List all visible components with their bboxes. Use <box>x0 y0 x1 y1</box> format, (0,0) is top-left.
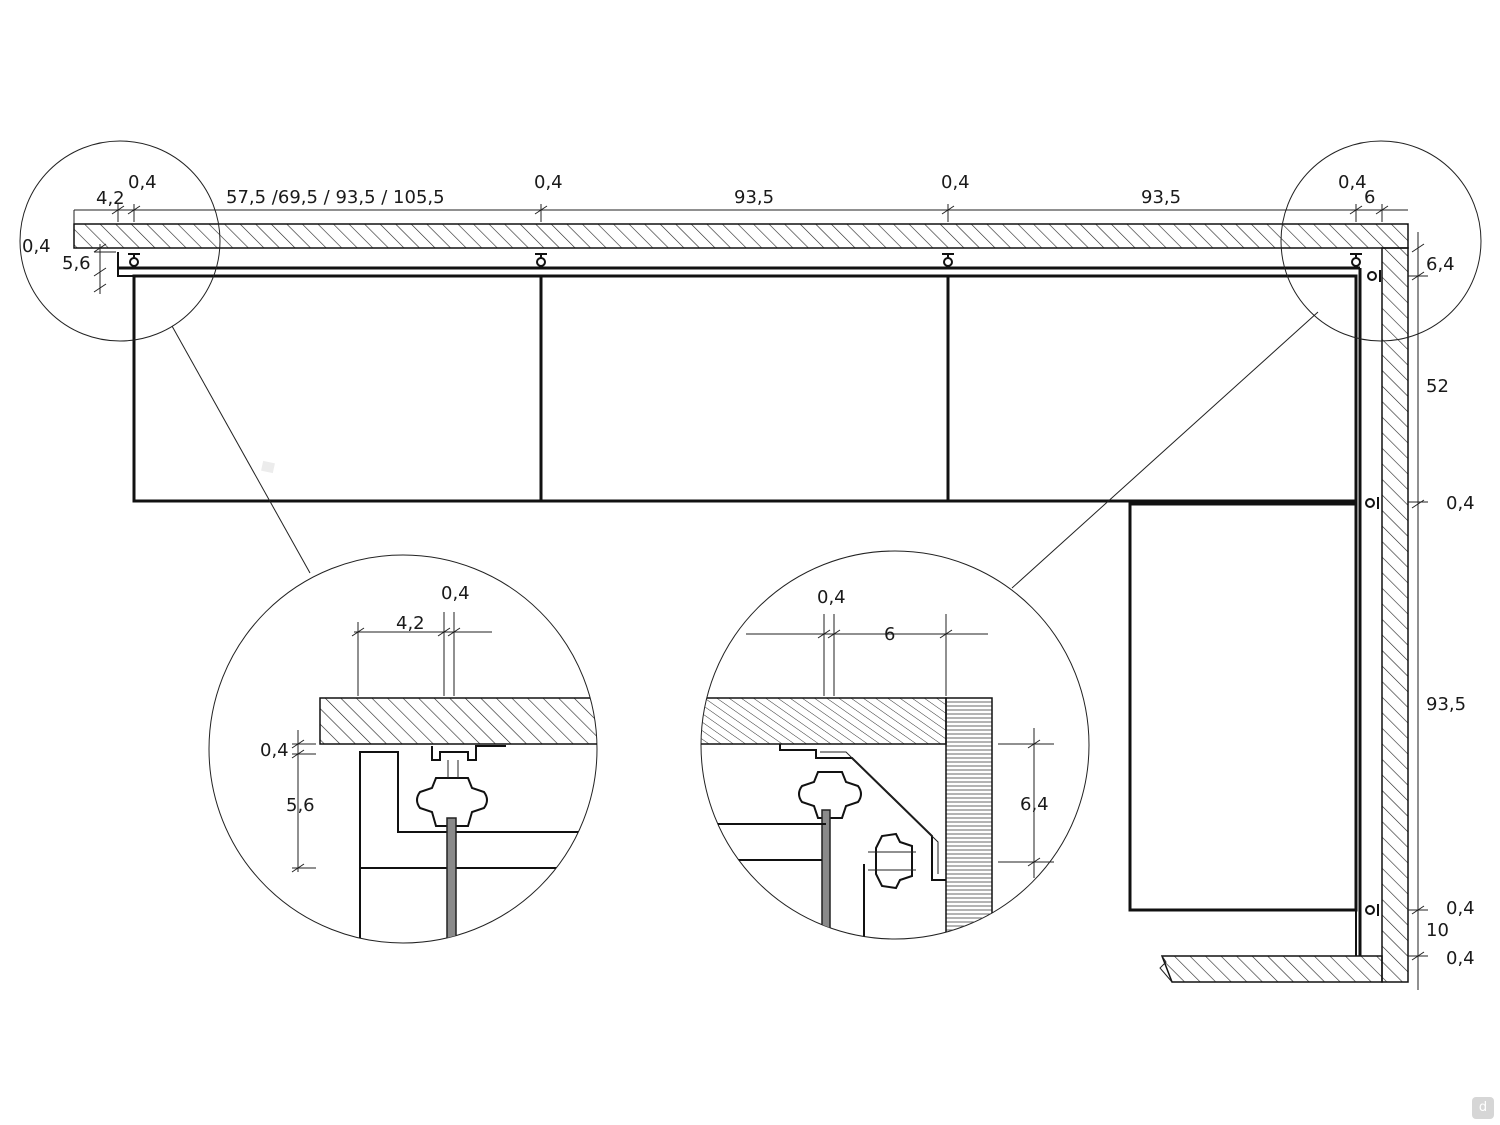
dim-right-52: 52 <box>1426 376 1449 397</box>
right-wall <box>1381 247 1409 983</box>
detail-right-dim-04: 0,4 <box>817 587 846 608</box>
leader-line-left <box>171 325 311 574</box>
side-panel <box>1128 502 1358 912</box>
callout-circle-left <box>19 140 221 342</box>
upper-panels <box>132 274 1358 503</box>
dim-right-04-c: 0,4 <box>1446 948 1475 969</box>
dim-left-04: 0,4 <box>22 236 51 257</box>
dim-top-gap-3: 0,4 <box>941 172 970 193</box>
plan-view: 0,4 4,2 57,5 /69,5 / 93,5 / 105,5 0,4 93… <box>19 140 1482 990</box>
hinge-icon <box>128 253 1362 267</box>
top-wall <box>73 223 1409 249</box>
dim-top-gap-2: 0,4 <box>534 172 563 193</box>
detail-right: 0,4 6 6,4 <box>700 550 1090 940</box>
detail-right-dim-64: 6,4 <box>1020 794 1049 815</box>
dim-top-width-3: 93,5 <box>1141 187 1181 208</box>
detail-left-dim-04: 0,4 <box>441 583 470 604</box>
dim-right-04-a: 0,4 <box>1446 493 1475 514</box>
dim-top-width-2: 93,5 <box>734 187 774 208</box>
dim-right-04-b: 0,4 <box>1446 898 1475 919</box>
bottom-wall <box>1160 955 1383 983</box>
dim-left-56: 5,6 <box>62 253 91 274</box>
dimension-lines <box>73 204 1428 990</box>
detail-right-dim-6: 6 <box>884 624 895 645</box>
dim-top-right-6: 6 <box>1364 187 1375 208</box>
dim-top-left-gap: 0,4 <box>128 172 157 193</box>
dim-right-64: 6,4 <box>1426 254 1455 275</box>
dim-top-widths: 57,5 /69,5 / 93,5 / 105,5 <box>226 187 445 208</box>
dim-top-left-42: 4,2 <box>96 188 125 209</box>
detail-left-dim-04-v: 0,4 <box>260 740 289 761</box>
leader-line-right <box>1011 311 1319 589</box>
dim-right-935: 93,5 <box>1426 694 1466 715</box>
hinge-icon <box>1365 270 1381 916</box>
dezeen-logo-icon: d <box>1472 1097 1494 1119</box>
dim-right-10: 10 <box>1426 920 1449 941</box>
detail-left-dim-42: 4,2 <box>396 613 425 634</box>
callout-circle-right <box>1280 140 1482 342</box>
detail-left: 0,4 4,2 0,4 5,6 <box>208 554 598 944</box>
dim-top-right-gap: 0,4 <box>1338 172 1367 193</box>
detail-left-dim-56: 5,6 <box>286 795 315 816</box>
